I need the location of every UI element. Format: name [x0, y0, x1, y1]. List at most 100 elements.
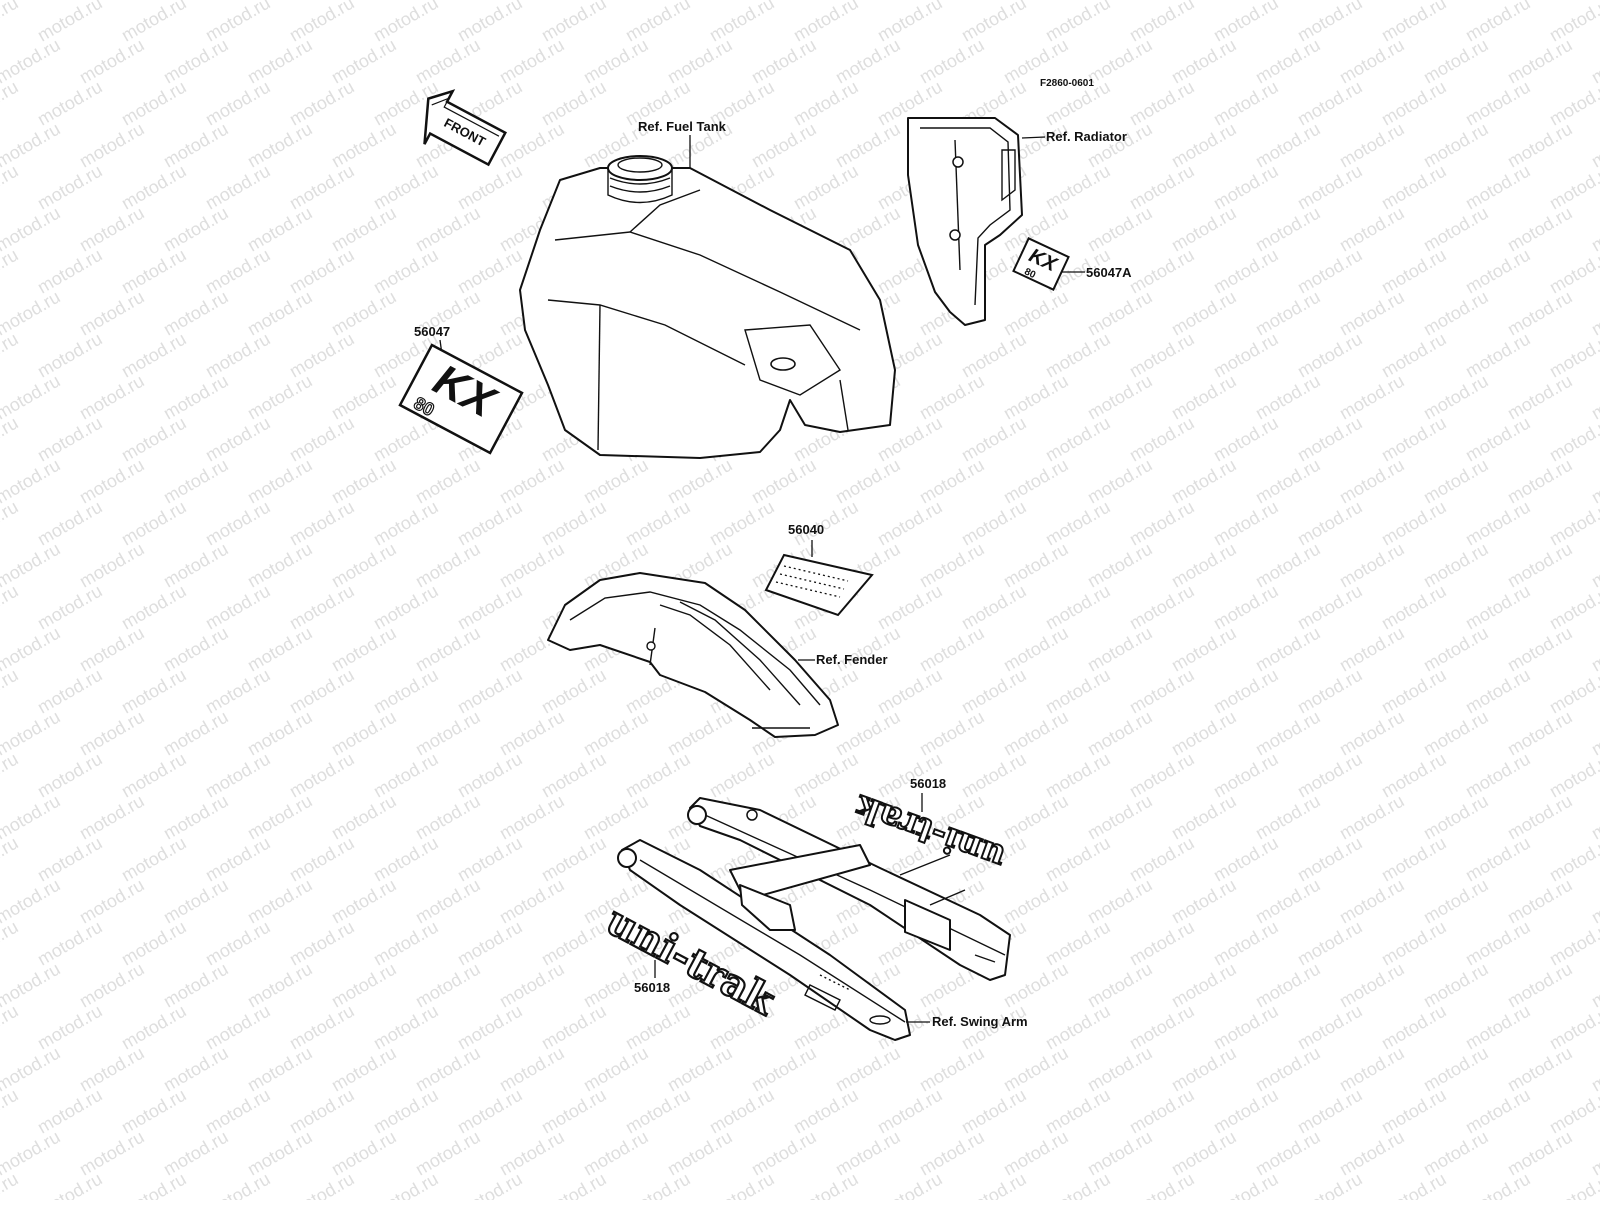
watermark-text: motod.ru: [790, 1169, 862, 1200]
watermark-text: motod.ru: [1294, 1085, 1366, 1138]
watermark-text: motod.ru: [1378, 749, 1450, 802]
watermark-text: motod.ru: [790, 161, 862, 214]
watermark-text: motod.ru: [1126, 161, 1198, 214]
swing-arm: [617, 797, 1011, 1041]
watermark-text: motod.ru: [160, 707, 232, 760]
watermark-text: motod.ru: [118, 77, 190, 130]
watermark-text: motod.ru: [916, 707, 988, 760]
watermark-text: motod.ru: [412, 35, 484, 88]
fuel-tank: [519, 155, 896, 459]
watermark-text: motod.ru: [202, 497, 274, 550]
watermark-text: motod.ru: [34, 329, 106, 382]
watermark-text: motod.ru: [1336, 623, 1408, 676]
watermark-text: motod.ru: [1420, 875, 1492, 928]
watermark-text: motod.ru: [76, 1127, 148, 1180]
watermark-text: motod.ru: [1294, 833, 1366, 886]
watermark-text: motod.ru: [1252, 371, 1324, 424]
watermark-text: motod.ru: [958, 665, 1030, 718]
watermark-text: motod.ru: [1546, 665, 1600, 718]
watermark-text: motod.ru: [1084, 203, 1156, 256]
watermark-text: motod.ru: [874, 1169, 946, 1200]
watermark-text: motod.ru: [1546, 497, 1600, 550]
watermark-text: motod.ru: [1378, 1169, 1450, 1200]
watermark-text: motod.ru: [1336, 791, 1408, 844]
watermark-text: motod.ru: [958, 749, 1030, 802]
watermark-text: motod.ru: [1210, 245, 1282, 298]
watermark-text: motod.ru: [1420, 707, 1492, 760]
watermark-text: motod.ru: [34, 833, 106, 886]
watermark-text: motod.ru: [958, 1085, 1030, 1138]
watermark-text: motod.ru: [0, 0, 22, 45]
watermark-text: motod.ru: [1462, 329, 1534, 382]
watermark-text: motod.ru: [1168, 455, 1240, 508]
watermark-text: motod.ru: [160, 875, 232, 928]
watermark-text: motod.ru: [1588, 707, 1600, 760]
watermark-text: motod.ru: [1378, 917, 1450, 970]
watermark-text: motod.ru: [0, 1169, 22, 1200]
watermark-text: motod.ru: [916, 539, 988, 592]
watermark-text: motod.ru: [286, 749, 358, 802]
watermark-text: motod.ru: [496, 119, 568, 172]
watermark-text: motod.ru: [412, 539, 484, 592]
watermark-text: motod.ru: [1126, 413, 1198, 466]
watermark-text: motod.ru: [1252, 203, 1324, 256]
watermark-text: motod.ru: [1294, 1001, 1366, 1054]
watermark-text: motod.ru: [1420, 35, 1492, 88]
watermark-text: motod.ru: [1336, 539, 1408, 592]
watermark-text: motod.ru: [454, 1085, 526, 1138]
watermark-text: motod.ru: [1420, 959, 1492, 1012]
watermark-text: motod.ru: [244, 35, 316, 88]
watermark-text: motod.ru: [1336, 203, 1408, 256]
watermark-text: motod.ru: [454, 245, 526, 298]
watermark-text: motod.ru: [328, 287, 400, 340]
watermark-text: motod.ru: [1126, 665, 1198, 718]
watermark-text: motod.ru: [832, 1043, 904, 1096]
watermark-text: motod.ru: [370, 833, 442, 886]
watermark-text: motod.ru: [1000, 287, 1072, 340]
watermark-text: motod.ru: [1084, 1043, 1156, 1096]
watermark-text: motod.ru: [1504, 455, 1576, 508]
watermark-text: motod.ru: [454, 1001, 526, 1054]
watermark-text: motod.ru: [1168, 539, 1240, 592]
watermark-text: motod.ru: [1294, 77, 1366, 130]
watermark-text: motod.ru: [790, 749, 862, 802]
watermark-text: motod.ru: [1084, 623, 1156, 676]
watermark-text: motod.ru: [286, 1001, 358, 1054]
watermark-text: motod.ru: [202, 77, 274, 130]
watermark-text: motod.ru: [1252, 35, 1324, 88]
watermark-text: motod.ru: [118, 329, 190, 382]
watermark-text: motod.ru: [202, 329, 274, 382]
watermark-text: motod.ru: [1504, 119, 1576, 172]
watermark-text: motod.ru: [1546, 77, 1600, 130]
watermark-text: motod.ru: [916, 1043, 988, 1096]
watermark-text: motod.ru: [454, 749, 526, 802]
watermark-text: motod.ru: [454, 161, 526, 214]
watermark-text: motod.ru: [202, 581, 274, 634]
watermark-text: motod.ru: [538, 1085, 610, 1138]
watermark-text: motod.ru: [1420, 1043, 1492, 1096]
watermark-text: motod.ru: [286, 413, 358, 466]
watermark-text: motod.ru: [1252, 539, 1324, 592]
watermark-text: motod.ru: [1168, 203, 1240, 256]
watermark-text: motod.ru: [286, 329, 358, 382]
watermark-text: motod.ru: [580, 791, 652, 844]
watermark-text: motod.ru: [1252, 119, 1324, 172]
watermark-text: motod.ru: [1420, 119, 1492, 172]
watermark-text: motod.ru: [0, 329, 22, 382]
watermark-text: motod.ru: [1378, 245, 1450, 298]
watermark-text: motod.ru: [664, 35, 736, 88]
watermark-text: motod.ru: [370, 161, 442, 214]
watermark-text: motod.ru: [1588, 455, 1600, 508]
watermark-text: motod.ru: [748, 455, 820, 508]
watermark-text: motod.ru: [412, 1043, 484, 1096]
watermark-text: motod.ru: [1504, 539, 1576, 592]
kx80-small-decal: KX 80: [1012, 237, 1070, 291]
watermark-text: motod.ru: [160, 623, 232, 676]
watermark-text: motod.ru: [412, 791, 484, 844]
watermark-text: motod.ru: [1294, 749, 1366, 802]
watermark-text: motod.ru: [1546, 833, 1600, 886]
watermark-text: motod.ru: [1084, 287, 1156, 340]
watermark-text: motod.ru: [0, 749, 22, 802]
watermark-text: motod.ru: [1042, 833, 1114, 886]
